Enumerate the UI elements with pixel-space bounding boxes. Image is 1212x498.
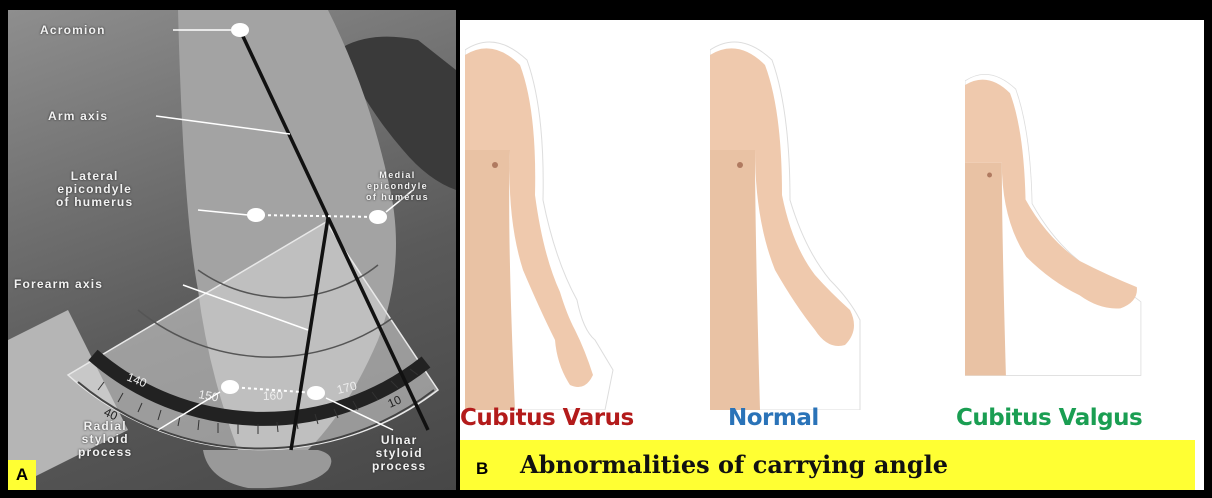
medial-epicondyle-line-2: epicondyle (366, 181, 429, 192)
acromion-marker (231, 23, 249, 37)
radial-styloid-marker (221, 380, 239, 394)
nipple (737, 162, 743, 168)
radial-styloid-label: Radial styloid process (78, 420, 132, 459)
arm-normal-illustration (710, 30, 890, 410)
panel-a-goniometer-photo: 140 150 160 170 40 10 (8, 10, 456, 490)
arm-cubitus-varus-illustration (465, 30, 645, 410)
torso-skin (465, 150, 515, 410)
forearm-axis-label: Forearm axis (14, 278, 103, 291)
panel-b-title-bar: B Abnormalities of carrying angle (460, 440, 1195, 490)
caption-cubitus-varus: Cubitus Varus (460, 405, 634, 431)
medial-epicondyle-label: Medial epicondyle of humerus (366, 170, 429, 203)
medial-epicondyle-line-3: of humerus (366, 192, 429, 203)
caption-normal: Normal (728, 405, 819, 431)
acromion-label: Acromion (40, 24, 106, 37)
goniometer-illustration: 140 150 160 170 40 10 (8, 10, 456, 490)
medial-epicondyle-marker (369, 210, 387, 224)
lateral-epicondyle-label: Lateral epicondyle of humerus (56, 170, 133, 209)
ulnar-styloid-line-3: process (372, 460, 426, 473)
panel-b-letter: B (476, 459, 488, 479)
radial-styloid-line-3: process (78, 446, 132, 459)
hand (203, 450, 331, 488)
ulnar-styloid-marker (307, 386, 325, 400)
panel-b-title: Abnormalities of carrying angle (520, 450, 948, 479)
caption-cubitus-valgus: Cubitus Valgus (956, 405, 1142, 431)
arm-axis-label: Arm axis (48, 110, 108, 123)
ulnar-styloid-label: Ulnar styloid process (372, 434, 426, 473)
nipple (987, 173, 992, 178)
nipple (492, 162, 498, 168)
torso-skin (965, 163, 1006, 376)
medial-epicondyle-line-1: Medial (366, 170, 429, 181)
torso-skin (710, 150, 760, 410)
lateral-epicondyle-marker (247, 208, 265, 222)
lateral-epicondyle-line-3: of humerus (56, 196, 133, 209)
arm-cubitus-valgus-illustration (965, 30, 1145, 410)
panel-a-letter: A (8, 460, 36, 490)
panel-b-carrying-angle: Cubitus Varus Normal Cubitus Valgus B Ab… (460, 20, 1204, 490)
